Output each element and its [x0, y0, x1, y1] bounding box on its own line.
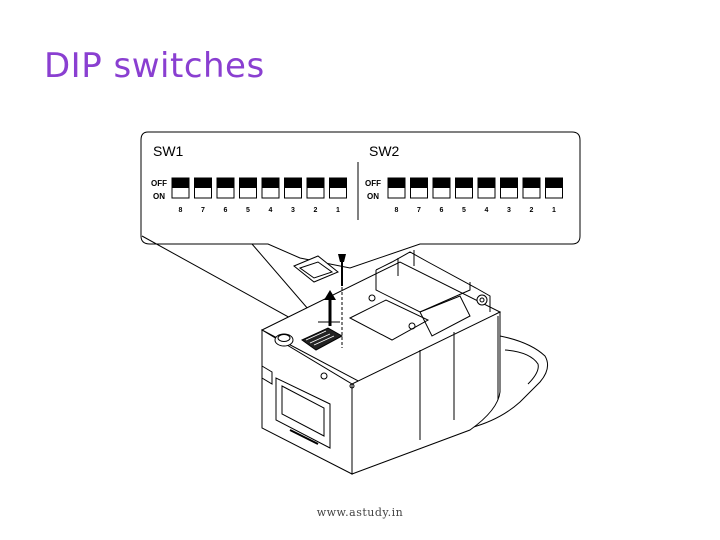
screw-icon — [338, 254, 346, 348]
dip-switch — [477, 177, 496, 199]
dip-switch — [522, 177, 541, 199]
switch-number: 1 — [552, 207, 556, 214]
on-label: ON — [153, 192, 165, 201]
bank-label: SW1 — [153, 143, 184, 159]
dip-switch — [455, 177, 473, 199]
cover-plate — [293, 255, 339, 283]
switch-number: 2 — [530, 207, 534, 214]
dip-switch — [216, 177, 235, 199]
switch-number: 6 — [440, 207, 444, 214]
dip-switch — [329, 177, 347, 199]
dip-switch — [432, 177, 451, 199]
leader-line — [141, 235, 313, 331]
switch-number: 7 — [201, 207, 205, 214]
dip-switch — [261, 177, 280, 199]
off-label: OFF — [365, 179, 381, 188]
off-label: OFF — [151, 179, 167, 188]
switch-number: 5 — [462, 207, 466, 214]
dip-switch — [387, 177, 406, 199]
dip-bank-sw1: SW1 OFF ON 8 7 6 5 4 3 2 1 — [151, 143, 347, 214]
switch-number: 4 — [269, 207, 273, 214]
printer-illustration — [260, 250, 549, 475]
switch-number: 2 — [314, 207, 318, 214]
dip-switch — [306, 177, 325, 199]
switch-number: 1 — [336, 207, 340, 214]
switch-number: 8 — [395, 207, 399, 214]
dip-bank-sw2: SW2 OFF ON 8 7 6 5 4 3 2 1 — [365, 143, 563, 214]
switch-number: 3 — [507, 207, 511, 214]
dip-switch — [410, 177, 428, 199]
arrow-up-icon — [318, 290, 340, 326]
switch-number: 8 — [179, 207, 183, 214]
dip-switch — [194, 177, 212, 199]
switch-number: 6 — [224, 207, 228, 214]
dip-switch — [545, 177, 563, 199]
dip-switch — [171, 177, 190, 199]
dip-switch — [500, 177, 518, 199]
dip-switch — [239, 177, 257, 199]
switch-number: 5 — [246, 207, 250, 214]
switch-number: 3 — [291, 207, 295, 214]
footer-url: www.astudy.in — [316, 506, 404, 519]
callout-box — [140, 131, 581, 269]
on-label: ON — [367, 192, 379, 201]
dip-switch — [284, 177, 302, 199]
switch-number: 4 — [485, 207, 489, 214]
bank-label: SW2 — [369, 143, 400, 159]
slide-title: DIP switches — [44, 46, 265, 86]
switch-number: 7 — [417, 207, 421, 214]
